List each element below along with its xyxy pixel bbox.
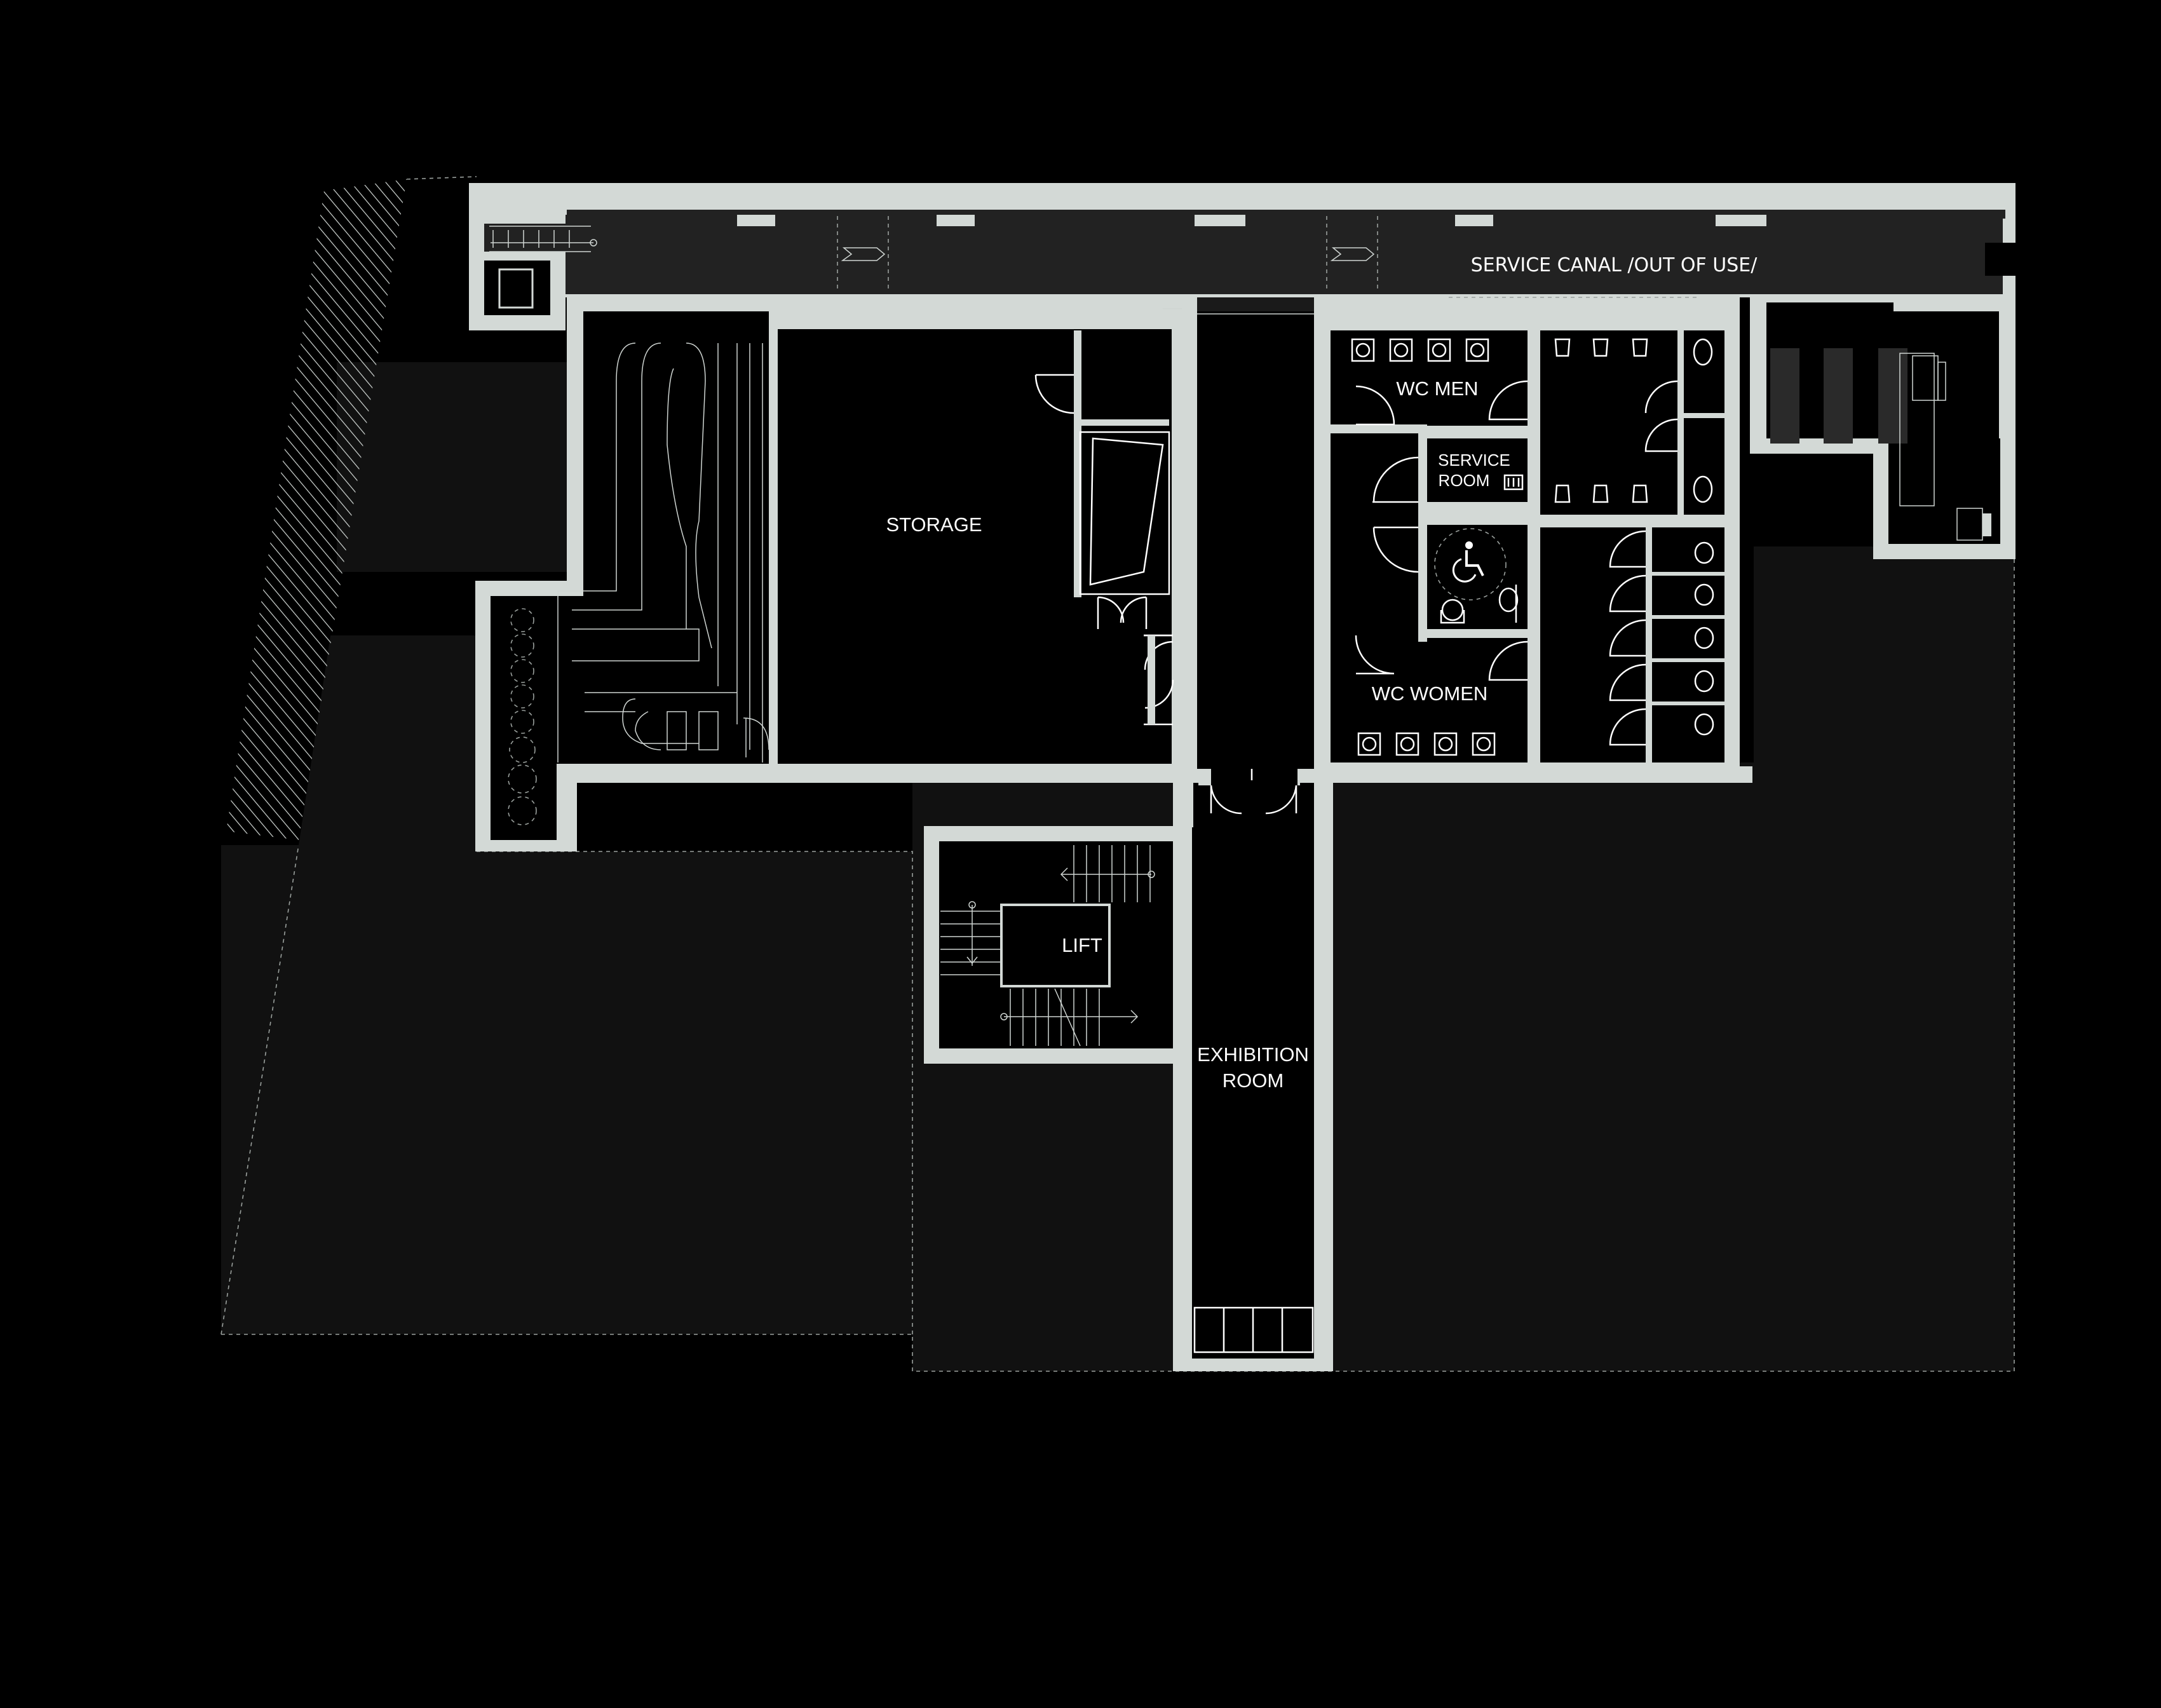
wc-women-label: WC WOMEN: [1372, 682, 1488, 705]
mechanical-equipment: [508, 342, 769, 825]
storage-fixtures: [1034, 374, 1174, 726]
corridor-double-door: [1198, 768, 1300, 815]
service-canal-label: SERVICE CANAL /OUT OF USE/: [1471, 254, 1758, 276]
lift-label: LIFT: [1062, 934, 1102, 956]
stair-treads-bottom: [1004, 988, 1137, 1047]
walls: [469, 183, 2015, 1371]
service-room-label-2: ROOM: [1439, 471, 1490, 490]
wheelchair-icon: [1452, 541, 1484, 583]
stairwell: [940, 845, 1155, 1047]
wc-women-fixtures: [1355, 527, 1724, 762]
wc-men-label: WC MEN: [1396, 377, 1478, 400]
sink-row-women: [1357, 732, 1496, 756]
exhibition-room-label-1: EXHIBITION: [1197, 1043, 1309, 1066]
stair-treads-top: [1061, 845, 1151, 902]
service-room-label-1: SERVICE: [1438, 451, 1510, 470]
accessible-wc: [1372, 526, 1519, 624]
sink-row-men: [1351, 338, 1489, 362]
room-labels: SERVICE CANAL /OUT OF USE/ STORAGE WC ME…: [886, 254, 1758, 1092]
wc-men-fixtures: [1351, 330, 1724, 515]
canal-shafts: [837, 216, 1697, 298]
storage-label: STORAGE: [886, 513, 982, 536]
exhibition-steps: [1193, 1306, 1314, 1353]
exhibition-room-label-2: ROOM: [1223, 1069, 1284, 1092]
hatched-retaining-wall: [226, 179, 407, 840]
partitions: [769, 330, 1724, 768]
east-annex-equipment: [1770, 348, 1991, 541]
canal-stairs: [489, 226, 597, 252]
